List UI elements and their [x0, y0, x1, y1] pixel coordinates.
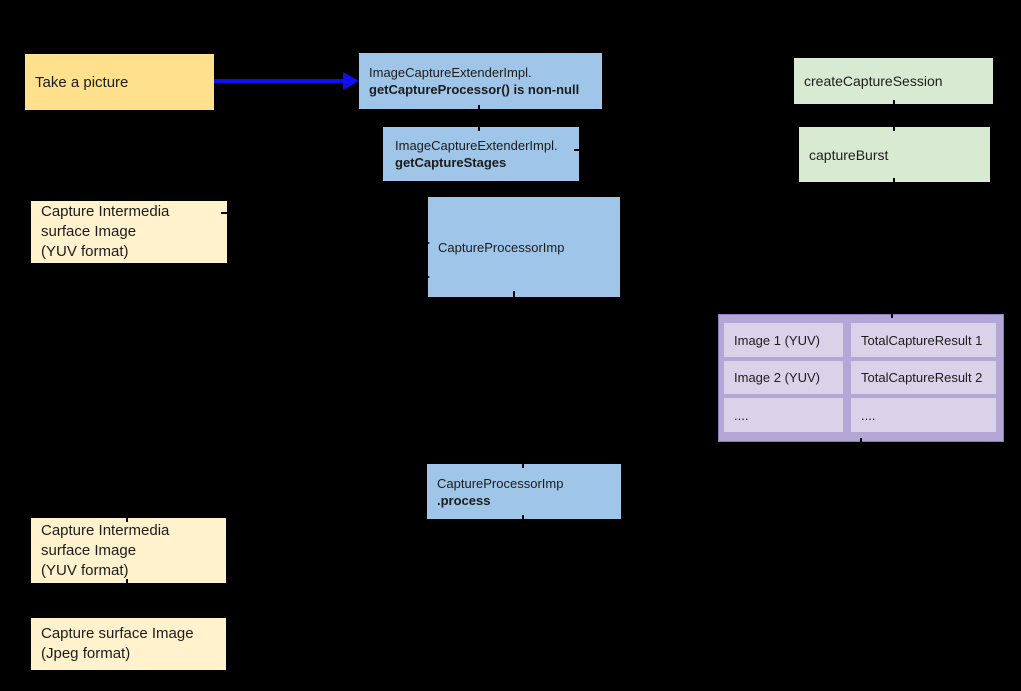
- get-capture-stages-box: ImageCaptureExtenderImpl. getCaptureStag…: [383, 127, 579, 181]
- table-cell-result-1: TotalCaptureResult 1: [851, 323, 996, 357]
- connector-stub: [478, 105, 480, 113]
- connector-stub: [781, 153, 789, 155]
- connector-stub: [221, 212, 229, 214]
- capture-processor-process-box: CaptureProcessorImp .process: [427, 464, 621, 519]
- table-cell-image-more: ....: [724, 398, 843, 432]
- create-capture-session-label: createCaptureSession: [804, 73, 943, 89]
- flow-arrow-head-icon: [343, 72, 359, 90]
- capture-processor-process-line1: CaptureProcessorImp: [437, 475, 564, 491]
- table-cell-image-2: Image 2 (YUV): [724, 361, 843, 394]
- jpeg-line1: Capture surface Image: [41, 625, 194, 642]
- yuv-bottom-line3: (YUV format): [41, 561, 129, 579]
- connector-stub: [893, 178, 895, 186]
- input-arrowhead-icon: [421, 238, 430, 248]
- take-picture-box: Take a picture: [25, 54, 214, 110]
- intermediate-surface-yuv-bottom-box: Capture Intermedia surface Image (YUV fo…: [31, 518, 226, 583]
- connector-stub: [893, 123, 895, 131]
- connector-stub: [126, 514, 128, 522]
- intermediate-surface-yuv-top-box: Capture Intermedia surface Image (YUV fo…: [31, 201, 227, 263]
- capture-results-table: Image 1 (YUV) TotalCaptureResult 1 Image…: [718, 314, 1004, 442]
- capture-surface-jpeg-box: Capture surface Image (Jpeg format): [31, 618, 226, 670]
- input-arrowhead-icon: [421, 272, 430, 282]
- create-capture-session-box: createCaptureSession: [794, 58, 993, 104]
- connector-stub: [860, 438, 862, 446]
- capture-burst-label: captureBurst: [809, 146, 889, 163]
- connector-stub: [574, 149, 582, 151]
- get-capture-processor-line1: ImageCaptureExtenderImpl.: [369, 65, 532, 80]
- flow-arrow-shaft: [214, 79, 346, 83]
- capture-processor-process-line2: .process: [437, 492, 491, 508]
- yuv-top-line1: Capture Intermedia: [41, 203, 170, 220]
- capture-processor-imp-label: CaptureProcessorImp: [438, 239, 565, 255]
- table-cell-image-1: Image 1 (YUV): [724, 323, 843, 357]
- take-picture-label: Take a picture: [35, 73, 129, 91]
- connector-stub: [893, 100, 895, 108]
- get-capture-stages-line2: getCaptureStages: [395, 155, 507, 170]
- connector-stub: [522, 460, 524, 468]
- get-capture-processor-line2: getCaptureProcessor() is non-null: [369, 82, 580, 97]
- get-capture-stages-line1: ImageCaptureExtenderImpl.: [395, 138, 558, 153]
- table-cell-result-2: TotalCaptureResult 2: [851, 361, 996, 394]
- connector-stub: [522, 515, 524, 523]
- connector-stub: [420, 212, 428, 214]
- connector-stub: [478, 123, 480, 131]
- yuv-top-line2: surface Image: [41, 223, 137, 240]
- yuv-bottom-line1: Capture Intermedia: [41, 521, 170, 539]
- connector-stub: [513, 291, 515, 299]
- get-capture-processor-box: ImageCaptureExtenderImpl. getCaptureProc…: [359, 53, 602, 109]
- jpeg-line2: (Jpeg format): [41, 645, 131, 662]
- connector-stub: [891, 310, 893, 318]
- yuv-top-line3: (YUV format): [41, 243, 129, 260]
- connector-stub: [126, 579, 128, 587]
- capture-processor-imp-box: CaptureProcessorImp: [428, 197, 620, 297]
- yuv-bottom-line2: surface Image: [41, 541, 137, 559]
- table-cell-result-more: ....: [851, 398, 996, 432]
- capture-burst-box: captureBurst: [799, 127, 990, 182]
